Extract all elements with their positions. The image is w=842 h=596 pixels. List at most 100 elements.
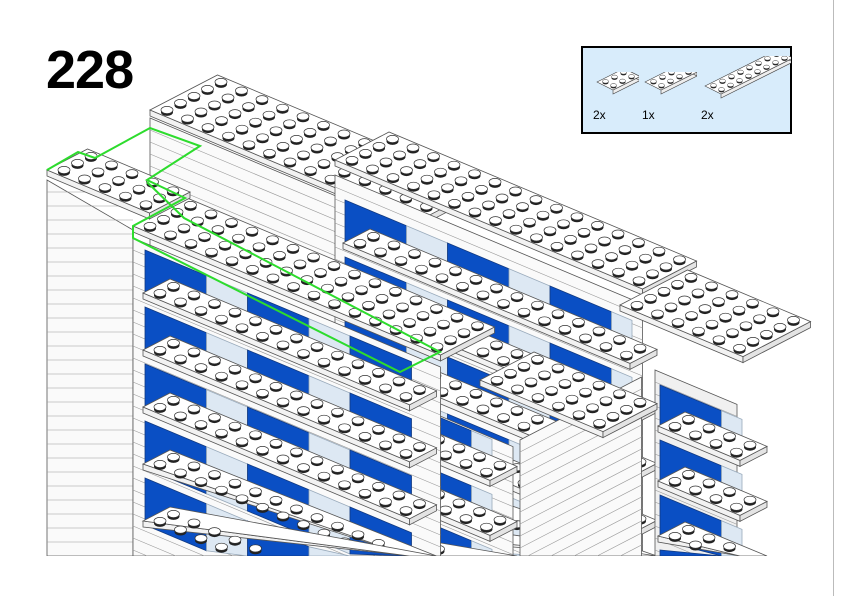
stud: [709, 494, 723, 503]
stud: [201, 85, 214, 93]
stud: [719, 312, 732, 321]
stud: [235, 437, 249, 446]
stud: [753, 314, 766, 323]
stud: [449, 266, 462, 275]
stud: [413, 385, 426, 394]
stud: [671, 318, 685, 327]
stud: [476, 347, 490, 356]
stud: [705, 319, 719, 328]
stud: [393, 150, 406, 159]
stud: [475, 185, 488, 193]
stud: [628, 74, 635, 79]
stud: [689, 430, 702, 439]
stud: [242, 140, 256, 149]
stud: [592, 380, 606, 389]
stud: [153, 346, 167, 354]
stud: [269, 382, 283, 390]
stud: [718, 87, 725, 92]
stud: [610, 83, 617, 88]
stud: [262, 110, 276, 119]
brick-line: [132, 525, 205, 556]
stud: [245, 226, 259, 235]
stud: [187, 347, 201, 356]
stud: [297, 406, 310, 415]
plate-2x4-image: [644, 72, 697, 95]
stud: [685, 72, 692, 74]
stud: [565, 394, 579, 403]
stud: [303, 128, 317, 136]
stud: [362, 301, 375, 309]
stud: [746, 298, 759, 307]
stud: [678, 295, 691, 304]
stud: [667, 78, 674, 83]
stud: [572, 372, 585, 381]
stud: [164, 230, 177, 239]
stud: [366, 164, 379, 173]
brick-line: [654, 381, 738, 417]
stud: [286, 244, 300, 252]
plate-top: [479, 351, 658, 433]
stud: [351, 473, 365, 482]
stud: [650, 79, 657, 84]
stud: [659, 262, 673, 271]
stud: [516, 202, 529, 211]
stud: [510, 292, 524, 301]
stud: [732, 305, 746, 314]
stud: [297, 463, 310, 472]
stud: [551, 363, 565, 372]
stud: [304, 166, 317, 175]
stud: [273, 251, 286, 259]
stud: [599, 342, 613, 351]
plate-top: [142, 335, 438, 463]
stud: [408, 249, 421, 258]
stud: [689, 540, 702, 549]
stud: [208, 527, 221, 536]
stud: [387, 240, 401, 249]
stud: [746, 337, 760, 345]
stud: [673, 255, 686, 264]
stud: [386, 135, 399, 143]
stud: [659, 74, 666, 79]
stud: [290, 447, 303, 456]
stud: [228, 307, 242, 316]
stud: [249, 373, 262, 382]
stud: [194, 306, 208, 315]
stud: [619, 78, 626, 83]
stud: [399, 392, 413, 401]
stud: [557, 219, 570, 228]
stud: [334, 276, 348, 285]
stud: [132, 184, 146, 193]
stud: [372, 142, 386, 150]
brick-line: [519, 472, 642, 537]
stud: [379, 157, 393, 166]
stud: [228, 535, 242, 544]
stud: [215, 371, 228, 380]
stud: [668, 422, 682, 430]
stud: [652, 246, 666, 255]
plate-top: [334, 131, 698, 290]
new-parts-highlight-outline: [46, 126, 443, 374]
stud: [570, 212, 584, 221]
stud: [730, 447, 743, 456]
stud: [105, 160, 118, 169]
stud: [682, 415, 695, 423]
brick-line: [519, 484, 642, 549]
stud: [317, 121, 330, 129]
stud: [211, 225, 225, 234]
brick-line: [550, 508, 642, 556]
stud: [427, 190, 441, 199]
stud: [739, 321, 753, 330]
stud: [416, 311, 430, 320]
stud: [698, 304, 712, 313]
stud: [456, 282, 469, 290]
stud: [194, 534, 208, 543]
stud: [351, 416, 365, 425]
stud: [461, 192, 475, 200]
stud: [773, 323, 787, 331]
brick-line: [519, 460, 642, 525]
stud: [572, 318, 585, 326]
stud: [709, 439, 723, 448]
stud: [592, 326, 606, 335]
stud: [591, 259, 605, 268]
stud: [263, 149, 276, 157]
